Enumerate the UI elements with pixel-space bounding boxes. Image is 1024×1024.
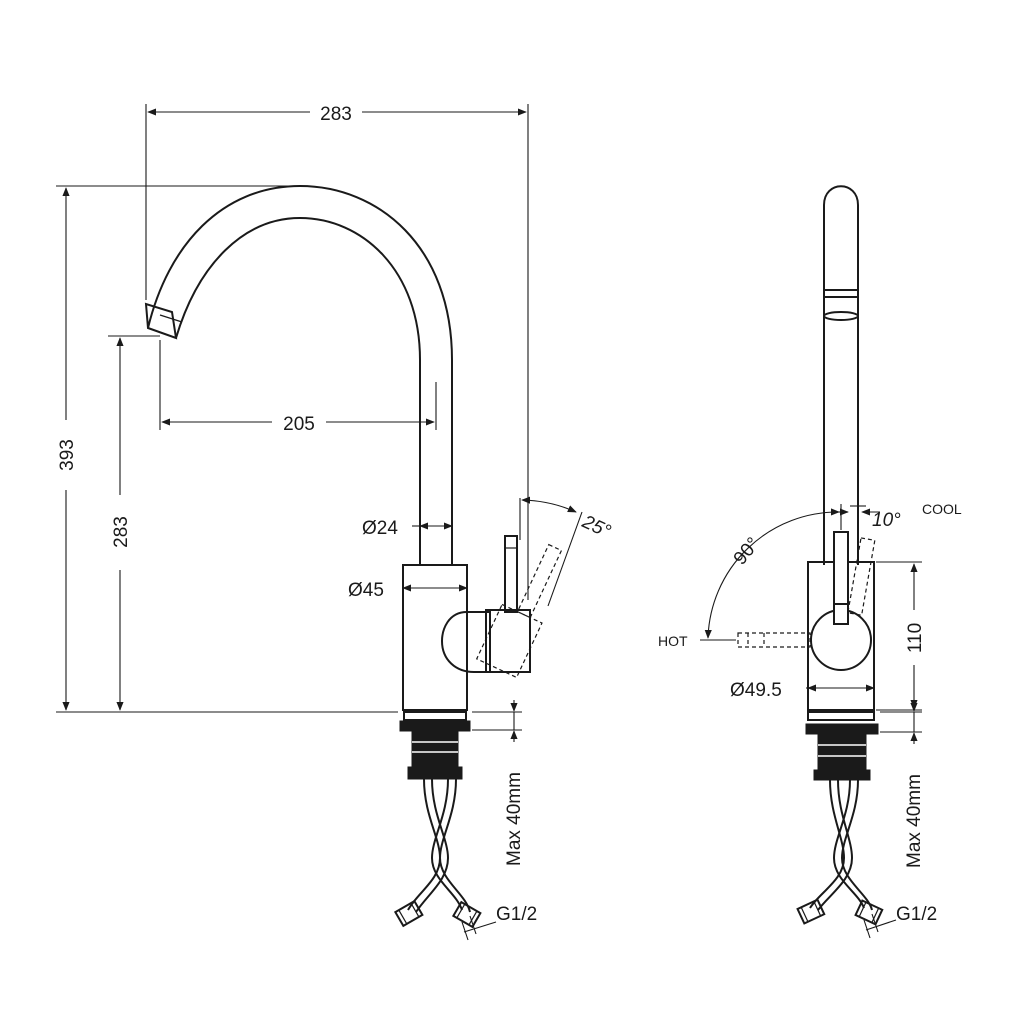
dim-lever-angle: 25° xyxy=(519,496,614,607)
dim-max-mount-front: Max 40mm xyxy=(880,700,925,868)
lever-handle xyxy=(440,535,563,679)
body-diameter-front-label: Ø49.5 xyxy=(730,680,782,701)
mounting-base xyxy=(399,711,471,780)
overall-height-label: 393 xyxy=(57,439,78,471)
tap-body xyxy=(402,564,468,711)
side-view: 283 393 283 205 Ø24 xyxy=(56,104,614,941)
hoses xyxy=(393,778,482,929)
dim-max-mount: Max 40mm xyxy=(472,700,525,866)
max-mount-label: Max 40mm xyxy=(504,772,525,866)
lever-angle-label: 25° xyxy=(578,511,614,543)
dim-overall-height: 393 xyxy=(56,185,398,713)
dim-connection-front: G1/2 xyxy=(863,904,937,939)
dim-body-diameter: Ø45 xyxy=(348,580,468,601)
spout-height-label: 283 xyxy=(111,516,132,548)
dim-body-diameter-front: Ø49.5 xyxy=(730,680,875,701)
dim-body-height: 110 xyxy=(876,561,926,711)
body-diameter-label: Ø45 xyxy=(348,580,384,601)
hoses-front xyxy=(796,779,884,926)
connection-label: G1/2 xyxy=(496,904,537,925)
max-mount-front-label: Max 40mm xyxy=(904,774,925,868)
connection-front-label: G1/2 xyxy=(896,904,937,925)
dim-spout-height: 283 xyxy=(108,335,160,711)
spout-diameter-label: Ø24 xyxy=(362,518,398,539)
mounting-base-front xyxy=(805,711,879,781)
spout-front xyxy=(823,185,859,565)
dim-overall-width: 283 xyxy=(145,104,529,600)
spout-reach-label: 205 xyxy=(283,414,315,435)
spout xyxy=(144,184,453,565)
cool-label: COOL xyxy=(922,501,962,517)
body-height-label: 110 xyxy=(905,623,926,653)
dim-spout-reach: 205 xyxy=(159,340,437,435)
dim-connection: G1/2 xyxy=(461,904,537,941)
overall-width-label: 283 xyxy=(320,104,352,125)
cool-angle-label: 10° xyxy=(872,510,901,531)
dim-spout-diameter: Ø24 xyxy=(362,518,453,539)
dim-cool-angle: 10° COOL xyxy=(832,501,962,531)
hot-label: HOT xyxy=(658,633,688,649)
front-view: 90° 10° COOL HOT 110 Ø49.5 xyxy=(658,185,962,939)
